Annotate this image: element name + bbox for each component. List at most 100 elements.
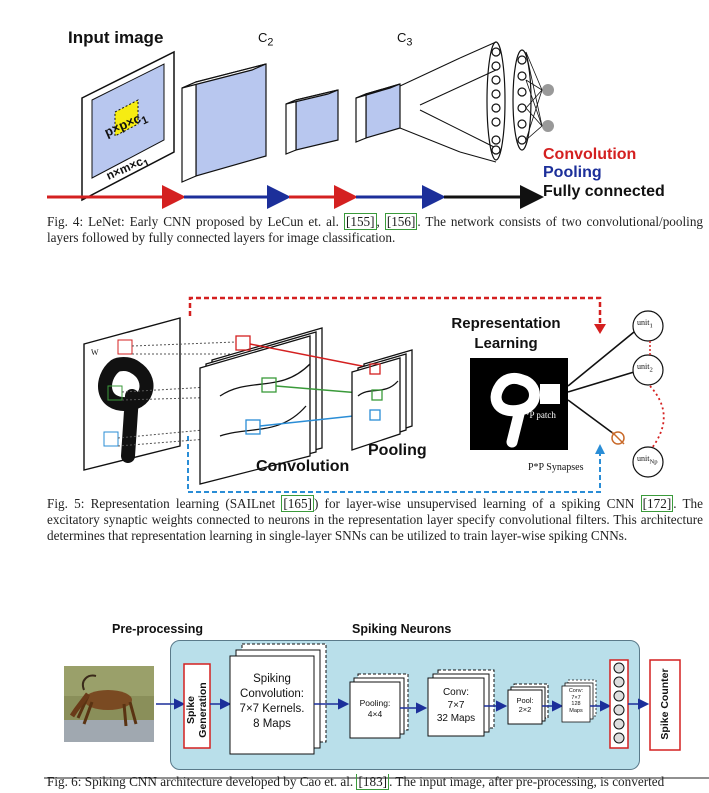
output-neuron xyxy=(613,690,625,702)
c3-maps xyxy=(355,83,401,143)
pool1-maps xyxy=(285,89,339,155)
representation-units xyxy=(632,310,665,478)
fc-neuron xyxy=(517,71,527,81)
pooling-stack xyxy=(351,349,413,451)
unit-2: unit2 xyxy=(637,362,653,374)
output-neurons xyxy=(609,659,629,749)
spiking-neurons-label: Spiking Neurons xyxy=(352,622,452,636)
caption-4-sep: , xyxy=(376,214,380,229)
fc-neuron xyxy=(517,135,527,145)
output-neuron xyxy=(542,84,554,96)
conv2-line4: Maps xyxy=(569,707,583,714)
unit-1-sub: 1 xyxy=(649,322,653,330)
spike-counter-label: Spike Counter xyxy=(659,668,671,740)
c3-text: C xyxy=(397,30,407,45)
feedback-loop-red xyxy=(188,296,602,328)
feedback-loop-blue xyxy=(187,436,601,493)
unit-2-text: unit xyxy=(637,362,650,371)
fc-neuron xyxy=(491,89,501,99)
legend-fully-connected: Fully connected xyxy=(543,183,665,200)
legend-pooling: Pooling xyxy=(543,164,602,181)
citation-156[interactable]: [156] xyxy=(384,213,418,230)
fig6-diagram xyxy=(44,643,709,779)
fc-neuron xyxy=(491,145,501,155)
w-label-input: W xyxy=(91,348,99,357)
pool2-stack xyxy=(507,683,549,725)
pooling-line1: Pooling: xyxy=(359,698,391,708)
output-neuron xyxy=(542,120,554,132)
caption-6-suffix: . The input image, after pre-processing,… xyxy=(389,774,665,789)
c2-maps xyxy=(181,63,267,183)
output-neuron xyxy=(613,732,625,744)
c3-label: C3 xyxy=(397,30,412,49)
c3-sub: 3 xyxy=(406,36,413,49)
caption-5-mid: ) for layer-wise unsupervised learning o… xyxy=(313,496,635,511)
pooling-label: Pooling xyxy=(368,442,427,459)
conv-line1: Conv: xyxy=(442,687,470,698)
input-image-slab xyxy=(81,50,175,202)
unit-2-sub: 2 xyxy=(649,366,653,374)
spiking-conv-stack xyxy=(229,643,327,755)
figure-4-caption: Fig. 4: LeNet: Early CNN proposed by LeC… xyxy=(47,213,704,246)
representation-image xyxy=(470,358,568,450)
citation-155[interactable]: [155] xyxy=(343,213,377,230)
rep-learning-title: Representation Learning xyxy=(444,314,568,354)
weight-arrows xyxy=(567,331,635,435)
fc-neuron xyxy=(517,103,527,113)
patch-label: P*P patch xyxy=(520,410,556,420)
conv2-stack xyxy=(561,679,597,723)
citation-183[interactable]: [183] xyxy=(356,774,390,790)
spiking-conv-line1: Spiking xyxy=(253,673,291,685)
output-neuron xyxy=(613,718,625,730)
pooling-text: Pooling: 4×4 xyxy=(350,698,400,720)
figure-6: Pre-processing Spiking Neurons xyxy=(0,616,709,793)
spike-generation-box xyxy=(183,663,211,749)
fc-neuron xyxy=(491,61,501,71)
unit-n: unitNp xyxy=(637,454,658,466)
c2-text: C xyxy=(258,30,268,45)
pool2-line2: 2×2 xyxy=(518,705,532,714)
patch-highlight xyxy=(114,99,139,137)
figure-4: Input image C2 C3 p×p×c1 n×m×c1 Convolut… xyxy=(0,0,709,260)
fc-connections xyxy=(399,41,497,163)
conv2-line2: 7×7 xyxy=(571,694,581,701)
caption-5-prefix: Fig. 5: Representation learning (SAILnet xyxy=(47,496,276,511)
spike-counter-box xyxy=(649,659,681,751)
caption-4-suffix: . The network consists of two convolutio… xyxy=(47,214,704,245)
rep-title-line1: Representation xyxy=(451,315,561,332)
spike-generation-label: Spike Generation xyxy=(185,682,209,738)
conv-line3: 32 Maps xyxy=(436,713,476,724)
unit-1: unit1 xyxy=(637,318,653,330)
unit-n-sub: Np xyxy=(649,458,658,466)
spiking-conv-text: Spiking Convolution: 7×7 Kernels. 8 Maps xyxy=(230,672,314,732)
conv2-line1: Conv: xyxy=(568,688,584,694)
caption-4-prefix: Fig. 4: LeNet: Early CNN proposed by LeC… xyxy=(47,214,339,229)
figure-6-caption: Fig. 6: Spiking CNN architecture develop… xyxy=(47,774,703,790)
fc-neuron xyxy=(491,135,501,145)
figure-5: Representation Learning Pooling Convolut… xyxy=(0,286,709,576)
spiking-conv-line4: 8 Maps xyxy=(253,718,291,730)
input-image-label: Input image xyxy=(68,28,164,47)
caption-6-prefix: Fig. 6: Spiking CNN architecture develop… xyxy=(47,774,354,789)
pooling-stack-6 xyxy=(349,673,409,739)
convolution-stack xyxy=(199,327,323,485)
c2-label: C2 xyxy=(258,30,273,49)
fc-neuron xyxy=(517,55,527,65)
c2-sub: 2 xyxy=(267,36,274,49)
fc-neuron xyxy=(491,103,501,113)
preprocessing-label: Pre-processing xyxy=(112,622,204,636)
unit-1-text: unit xyxy=(637,318,650,327)
legend-convolution: Convolution xyxy=(543,146,637,163)
pool2-text: Pool: 2×2 xyxy=(508,696,542,714)
output-neuron xyxy=(613,662,625,674)
citation-165[interactable]: [165] xyxy=(281,495,314,512)
figure-5-caption: Fig. 5: Representation learning (SAILnet… xyxy=(47,495,703,544)
fc-neuron xyxy=(491,47,501,57)
lenet-diagram xyxy=(47,41,554,209)
citation-172[interactable]: [172] xyxy=(640,495,674,512)
conv-text: Conv: 7×7 32 Maps xyxy=(428,686,484,725)
antelope-image xyxy=(64,666,154,742)
fc-neurons xyxy=(486,41,554,161)
fc-neuron xyxy=(517,119,527,129)
representation-learning-diagram xyxy=(83,296,665,493)
